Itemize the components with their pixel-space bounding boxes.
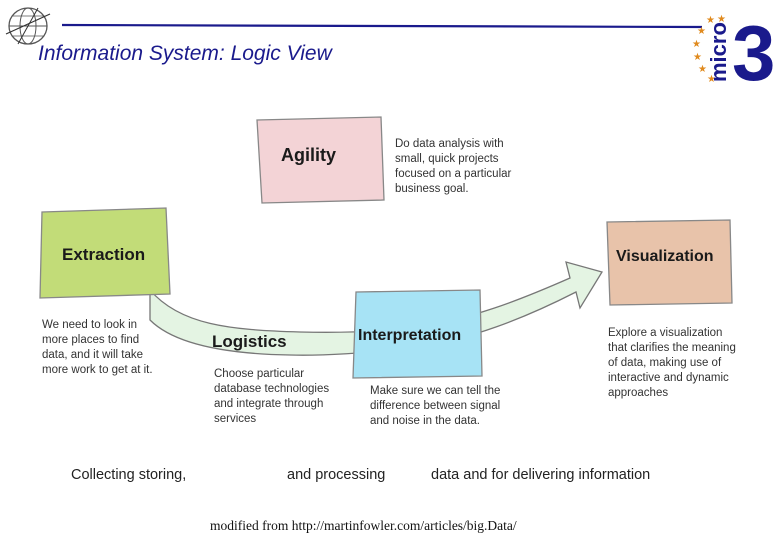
visualization-label: Visualization	[616, 248, 714, 265]
agility-note-line: Do data analysis with	[395, 138, 504, 150]
logistics-note-line: and integrate through	[214, 398, 324, 410]
flow-arrow	[149, 261, 604, 356]
interpretation-note-line: and noise in the data.	[370, 415, 480, 427]
logistics-note-line: Choose particular	[214, 368, 305, 380]
svg-text:★: ★	[706, 15, 715, 26]
logo-number: 3	[732, 9, 774, 86]
extraction-note-line: more places to find	[42, 334, 140, 346]
logistics-note: Choose particular database technologies an…	[214, 367, 329, 427]
agility-box	[256, 116, 385, 204]
caption-delivering: data and for delivering information	[431, 467, 651, 483]
caption-collecting: Collecting storing,	[71, 467, 187, 483]
extraction-note-line: data, and it will take	[42, 349, 144, 361]
logo-micro-text: micro	[706, 22, 731, 82]
visualization-note-line: of data, making use of	[608, 357, 722, 369]
logistics-note-line: services	[214, 413, 257, 425]
interpretation-label: Interpretation	[358, 327, 461, 344]
svg-text:★: ★	[717, 14, 726, 25]
interpretation-note-line: difference between signal	[370, 400, 501, 412]
interpretation-note: Make sure we can tell the difference betw…	[370, 384, 500, 429]
micro3-logo-icon: ★ ★ ★ ★ ★ ★ ★ micro 3	[692, 9, 774, 86]
caption-processing: and processing	[287, 467, 386, 483]
svg-text:★: ★	[698, 64, 707, 75]
svg-text:★: ★	[707, 74, 716, 85]
logo-stars: ★ ★ ★ ★ ★ ★ ★	[692, 14, 726, 85]
extraction-note-line: We need to look in	[42, 319, 138, 331]
logistics-note-line: database technologies	[214, 383, 330, 395]
interpretation-box	[352, 289, 483, 379]
globe-logo-icon	[5, 7, 51, 45]
visualization-note-line: Explore a visualization	[608, 327, 723, 339]
agility-note-line: small, quick projects	[395, 153, 499, 165]
visualization-note-line: that clarifies the meaning	[608, 342, 736, 354]
page-title: Information System: Logic View	[38, 42, 332, 65]
interpretation-note-line: Make sure we can tell the	[370, 385, 501, 397]
svg-text:★: ★	[693, 52, 702, 63]
svg-text:★: ★	[692, 39, 701, 50]
extraction-box	[39, 207, 171, 299]
source-credit: modified from http://martinfowler.com/ar…	[210, 518, 517, 533]
agility-note-line: business goal.	[395, 183, 469, 195]
logistics-label: Logistics	[212, 332, 287, 351]
svg-text:★: ★	[697, 26, 706, 37]
visualization-note: Explore a visualization that clarifies th…	[608, 326, 736, 401]
agility-label: Agility	[281, 145, 336, 165]
visualization-note-line: interactive and dynamic	[608, 372, 729, 384]
agility-note: Do data analysis with small, quick projec…	[395, 137, 511, 197]
visualization-box	[606, 219, 733, 306]
agility-note-line: focused on a particular	[395, 168, 512, 180]
extraction-label: Extraction	[62, 245, 145, 264]
header-rule	[62, 23, 702, 29]
extraction-note: We need to look in more places to find dat…	[42, 318, 153, 378]
extraction-note-line: more work to get at it.	[42, 364, 153, 376]
visualization-note-line: approaches	[608, 387, 669, 399]
